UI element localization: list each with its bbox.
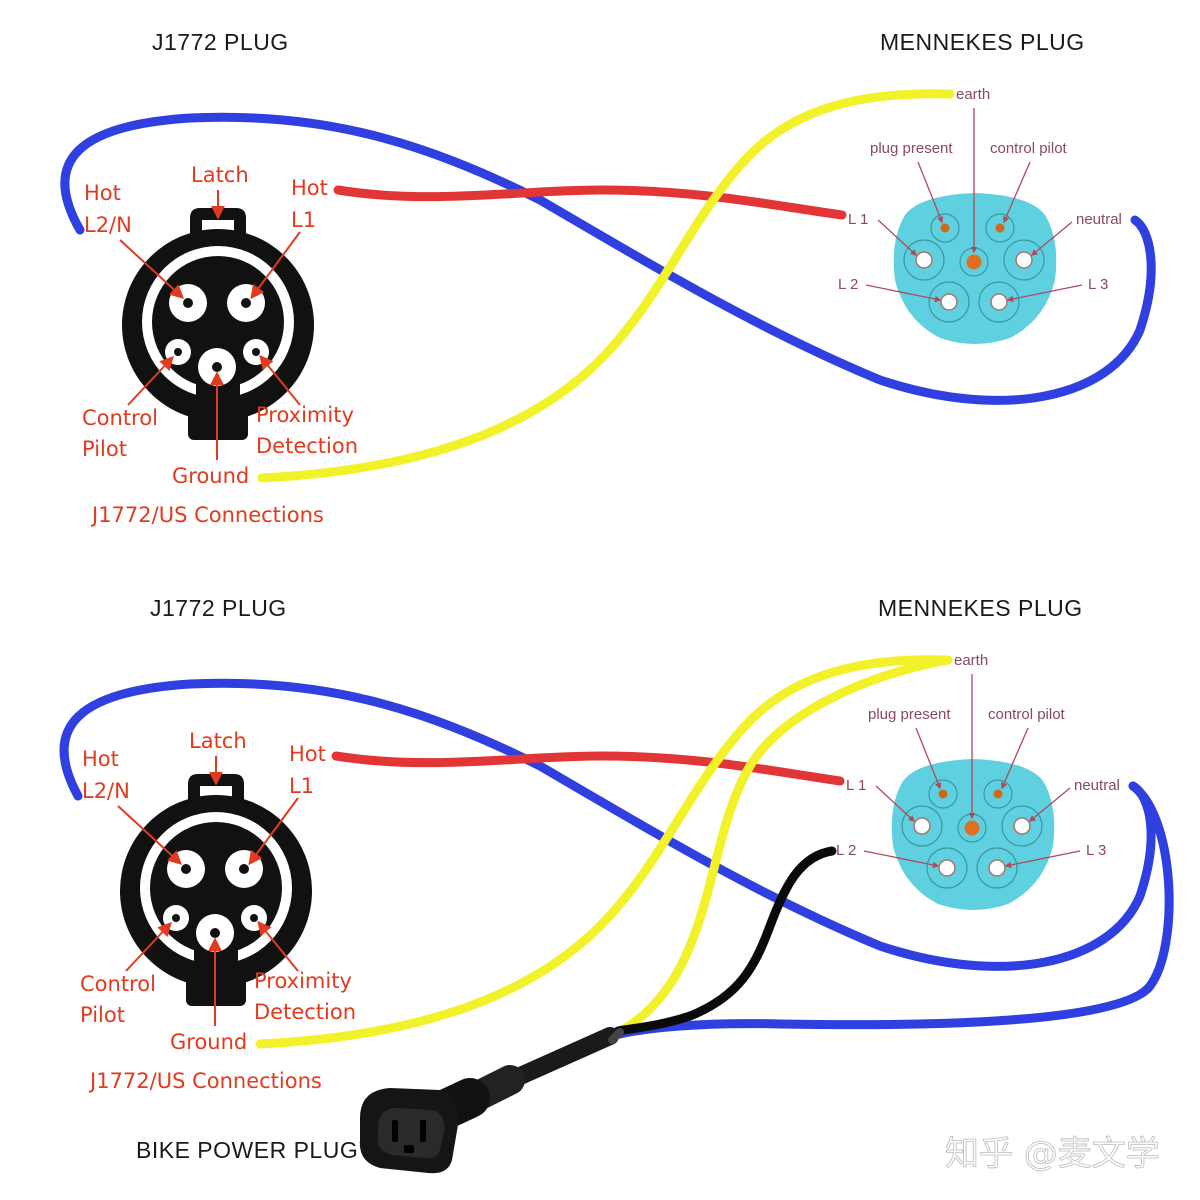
j1772-connections-title: J1772/US Connections	[90, 503, 324, 527]
red-wire	[331, 751, 845, 786]
label-control-1: Control	[82, 406, 158, 430]
label-hot-l2n-1: Hot	[82, 747, 119, 771]
label-control-pilot: control pilot	[990, 140, 1068, 157]
label-control-2: Pilot	[82, 437, 127, 461]
label-proximity-1: Proximity	[256, 403, 354, 427]
blue-wire	[60, 112, 1156, 405]
label-proximity-1: Proximity	[254, 969, 352, 993]
label-control-pilot: control pilot	[988, 706, 1066, 723]
label-hot-l1-2: L1	[289, 774, 314, 798]
yellow-wire	[255, 655, 953, 1049]
label-l3: L 3	[1086, 842, 1106, 859]
label-earth: earth	[954, 652, 988, 669]
blue-wire	[59, 678, 1156, 971]
label-proximity-2: Detection	[254, 1000, 356, 1024]
label-hot-l1-1: Hot	[291, 176, 328, 200]
label-hot-l1-1: Hot	[289, 742, 326, 766]
label-l1: L 1	[846, 777, 866, 794]
mennekes-plug-title: MENNEKES PLUG	[880, 29, 1085, 55]
label-proximity-2: Detection	[256, 434, 358, 458]
label-earth: earth	[956, 86, 990, 103]
label-neutral: neutral	[1074, 777, 1120, 794]
label-ground: Ground	[172, 464, 249, 488]
label-hot-l2n-1: Hot	[84, 181, 121, 205]
blue-wire-to-bike-plug	[607, 781, 1174, 1041]
j1772-plug-title: J1772 PLUG	[150, 595, 287, 621]
label-neutral: neutral	[1076, 211, 1122, 228]
black-wire	[613, 846, 837, 1036]
label-hot-l2n-2: L2/N	[84, 213, 132, 237]
label-control-2: Pilot	[80, 1003, 125, 1027]
label-l3: L 3	[1088, 276, 1108, 293]
diagram-top: J1772 PLUG MENNEKES PLUG Latch Hot L2/N …	[60, 29, 1156, 527]
mennekes-plug-title: MENNEKES PLUG	[878, 595, 1083, 621]
j1772-plug-title: J1772 PLUG	[152, 29, 289, 55]
label-plug-present: plug present	[868, 706, 951, 723]
yellow-wire-to-bike-plug	[615, 655, 953, 1036]
label-hot-l1-2: L1	[291, 208, 316, 232]
label-latch: Latch	[189, 729, 247, 753]
diagram-bottom: J1772 PLUG MENNEKES PLUG Latch Hot L2/N …	[59, 595, 1174, 1173]
label-plug-present: plug present	[870, 140, 953, 157]
label-ground: Ground	[170, 1030, 247, 1054]
bike-power-plug	[360, 1032, 620, 1173]
yellow-wire	[257, 89, 955, 483]
watermark: 知乎 @麦文学	[945, 1134, 1160, 1174]
label-latch: Latch	[191, 163, 249, 187]
bike-power-plug-label: BIKE POWER PLUG	[136, 1137, 358, 1163]
j1772-connections-title: J1772/US Connections	[88, 1069, 322, 1093]
label-hot-l2n-2: L2/N	[82, 779, 130, 803]
label-l2: L 2	[836, 842, 856, 859]
red-wire	[333, 185, 847, 220]
label-l2: L 2	[838, 276, 858, 293]
label-control-1: Control	[80, 972, 156, 996]
label-l1: L 1	[848, 211, 868, 228]
